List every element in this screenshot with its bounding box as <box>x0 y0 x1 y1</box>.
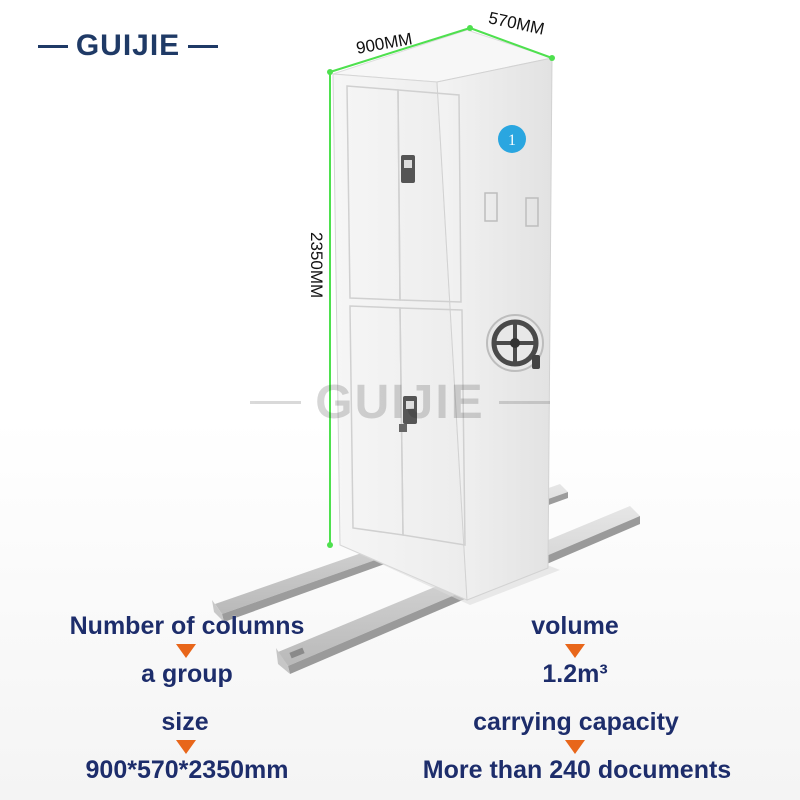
dimension-lines <box>329 27 553 545</box>
hand-wheel-icon <box>486 314 544 372</box>
watermark-text: GUIJIE <box>315 375 485 429</box>
size-label: size <box>161 708 209 736</box>
columns-arrow <box>176 644 196 658</box>
capacity-label: carrying capacity <box>473 708 679 736</box>
badge-number: 1 <box>508 132 516 149</box>
capacity-value: More than 240 documents <box>422 756 732 784</box>
brand-name: GUIJIE <box>75 29 181 62</box>
label-holder-left <box>484 192 498 222</box>
size-arrow <box>176 740 196 754</box>
volume-label: volume <box>531 612 619 640</box>
logo-line-right <box>188 44 218 48</box>
height-dimension: 2350MM <box>307 232 326 299</box>
volume-value: 1.2m³ <box>542 660 608 688</box>
columns-value: a group <box>141 660 233 688</box>
watermark-line-right <box>498 400 550 404</box>
size-value: 900*570*2350mm <box>85 756 289 784</box>
logo-line-left <box>38 44 68 48</box>
watermark-line-left <box>250 400 302 404</box>
dimension-endpoints <box>327 25 555 548</box>
number-badge <box>498 125 526 153</box>
columns-label: Number of columns <box>69 612 305 640</box>
label-holder-right <box>525 197 539 227</box>
lower-lock-icon <box>399 396 417 432</box>
capacity-arrow <box>565 740 585 754</box>
watermark: GUIJIE <box>250 372 550 432</box>
brand-logo: GUIJIE <box>38 26 218 66</box>
volume-arrow <box>565 644 585 658</box>
cabinet-doors <box>346 85 466 546</box>
upper-lock-icon <box>401 155 415 183</box>
